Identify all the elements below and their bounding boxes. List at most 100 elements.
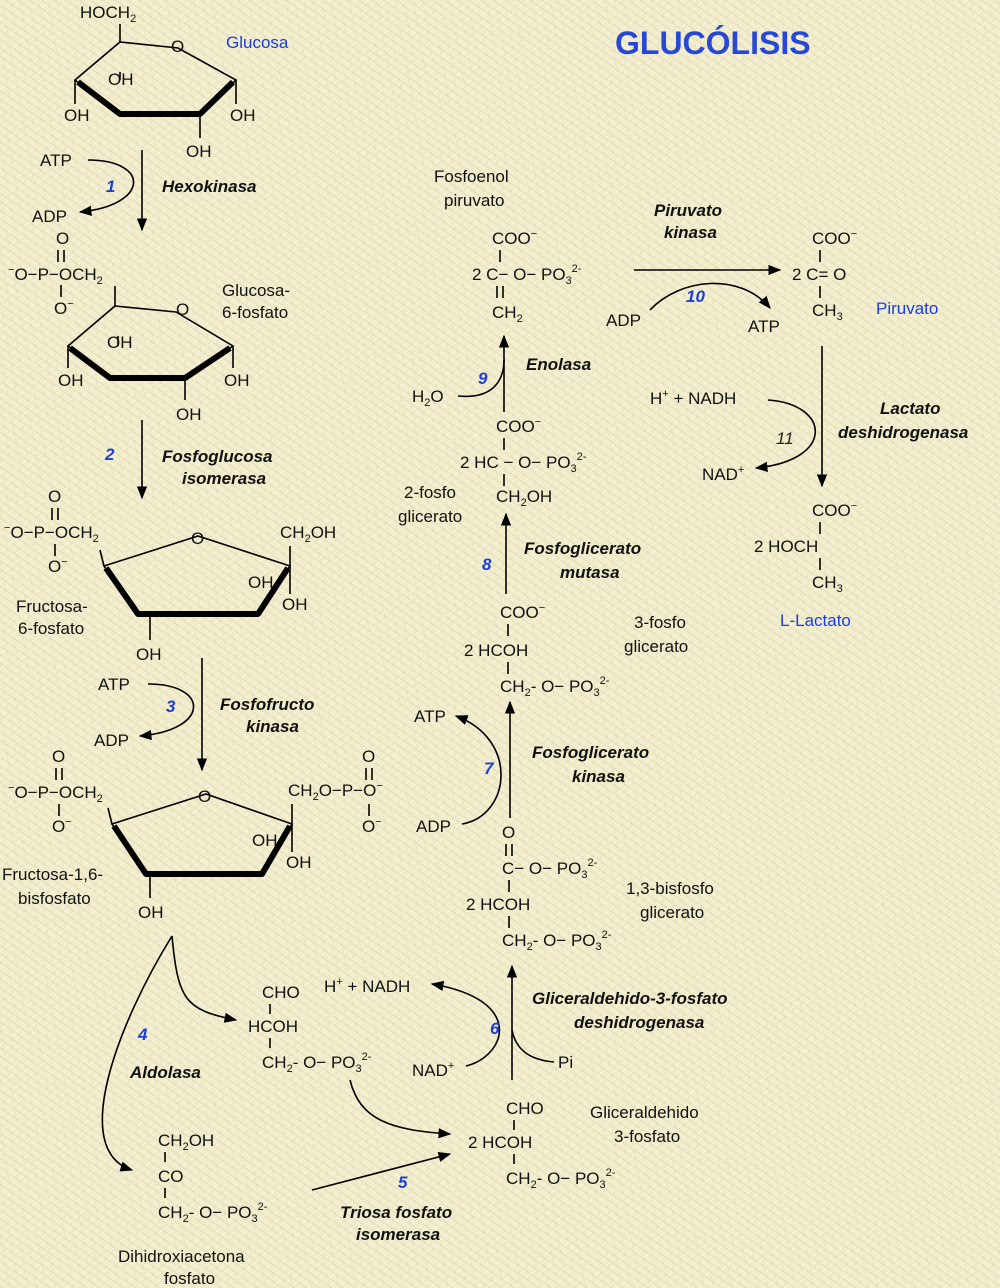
nadh-6: H+ + NADH <box>324 976 410 996</box>
svg-text:OH: OH <box>107 333 133 352</box>
svg-text:O: O <box>198 787 211 806</box>
svg-text:2 HCOH: 2 HCOH <box>466 895 530 914</box>
svg-text:O: O <box>56 229 69 248</box>
cofactor-arrow-3 <box>138 683 195 741</box>
svg-text:O: O <box>48 487 61 506</box>
pg3-structure: COO− 2 HCOH CH2- O− PO32- <box>464 602 610 699</box>
enzyme-9: Enolasa <box>526 355 591 374</box>
svg-text:O: O <box>362 747 375 766</box>
step-number-9: 9 <box>478 369 488 388</box>
enzyme-5-line1: Triosa fosfato <box>340 1203 452 1222</box>
svg-text:2 C= O: 2 C= O <box>792 265 846 284</box>
atp-3: ATP <box>98 675 130 694</box>
label-3pg-2: glicerato <box>624 637 688 656</box>
label-g6p-2: 6-fosfato <box>222 303 288 322</box>
label-lactato: L-Lactato <box>780 611 851 630</box>
svg-text:COO−: COO− <box>812 228 857 248</box>
enzyme-7-line2: kinasa <box>572 767 625 786</box>
step-number-8: 8 <box>482 555 492 574</box>
svg-text:COO−: COO− <box>496 416 541 436</box>
svg-text:2 HOCH: 2 HOCH <box>754 537 818 556</box>
step-number-5: 5 <box>398 1173 408 1192</box>
enzyme-8-line1: Fosfoglicerato <box>524 539 641 558</box>
enzyme-1: Hexokinasa <box>162 177 257 196</box>
svg-text:CO: CO <box>158 1167 184 1186</box>
bpg13-structure: O C− O− PO32- 2 HCOH CH2- O− PO32- <box>466 823 612 953</box>
svg-text:CH2OH: CH2OH <box>158 1131 214 1153</box>
svg-text:O: O <box>171 37 184 56</box>
enzyme-2-line1: Fosfoglucosa <box>162 447 273 466</box>
enzyme-4: Aldolasa <box>129 1063 201 1082</box>
step-number-7: 7 <box>484 759 495 778</box>
svg-text:OH: OH <box>252 831 278 850</box>
svg-text:OH: OH <box>230 106 256 125</box>
svg-text:OH: OH <box>282 595 308 614</box>
svg-text:COO−: COO− <box>492 228 537 248</box>
svg-text:O−: O− <box>362 816 382 836</box>
enzyme-5-line2: isomerasa <box>356 1225 440 1244</box>
label-bpg-1: 1,3-bisfosfo <box>626 879 714 898</box>
label-g3p-1: Gliceraldehido <box>590 1103 699 1122</box>
adp-1: ADP <box>32 207 67 226</box>
svg-text:CH2- O− PO32-: CH2- O− PO32- <box>158 1201 268 1225</box>
svg-text:2 HCOH: 2 HCOH <box>468 1133 532 1152</box>
svg-text:2 HC − O− PO32-: 2 HC − O− PO32- <box>460 451 587 475</box>
svg-text:2 HCOH: 2 HCOH <box>464 641 528 660</box>
enzyme-6-line1: Gliceraldehido-3-fosfato <box>532 989 728 1008</box>
svg-text:CH2OH: CH2OH <box>280 523 336 545</box>
svg-text:CH3: CH3 <box>812 301 843 323</box>
label-pep-1: Fosfoenol <box>434 167 509 186</box>
svg-text:OH: OH <box>138 903 164 922</box>
svg-text:CH2: CH2 <box>492 303 523 325</box>
lactate-structure: COO− 2 HOCH CH3 <box>754 500 857 595</box>
svg-text:CHO: CHO <box>262 983 300 1002</box>
enzyme-7-line1: Fosfoglicerato <box>532 743 649 762</box>
svg-text:OH: OH <box>176 405 202 424</box>
label-pep-2: piruvato <box>444 191 504 210</box>
svg-text:−O−P−OCH2: −O−P−OCH2 <box>8 782 103 805</box>
enzyme-6-line2: deshidrogenasa <box>574 1013 704 1032</box>
label-f6p-1: Fructosa- <box>16 597 88 616</box>
f6p-structure: O −O−P−OCH2 O− O CH2OH OH OH OH <box>4 487 336 664</box>
svg-text:C− O− PO32-: C− O− PO32- <box>502 857 598 881</box>
label-piruvato: Piruvato <box>876 299 938 318</box>
enzyme-11-line1: Lactato <box>880 399 940 418</box>
enzyme-2-line2: isomerasa <box>182 469 266 488</box>
svg-text:COO−: COO− <box>812 500 857 520</box>
enzyme-10-line2: kinasa <box>664 223 717 242</box>
pi-6: Pi <box>558 1053 573 1072</box>
adp-10: ADP <box>606 311 641 330</box>
glucose-structure: HOCH2 O OH OH OH OH <box>64 3 256 161</box>
cofactor-arrow-11 <box>754 399 816 472</box>
label-bpg-2: glicerato <box>640 903 704 922</box>
pep-structure: COO− 2 C− O− PO32- CH2 <box>472 228 582 325</box>
enzyme-11-line2: deshidrogenasa <box>838 423 968 442</box>
adp-7: ADP <box>416 817 451 836</box>
enzyme-10-line1: Piruvato <box>654 201 722 220</box>
svg-text:OH: OH <box>248 573 274 592</box>
svg-text:O−: O− <box>54 298 74 318</box>
pyruvate-structure: COO− 2 C= O CH3 <box>792 228 857 323</box>
atp-1: ATP <box>40 151 72 170</box>
svg-text:OH: OH <box>64 106 90 125</box>
arrow-step-5 <box>311 1151 452 1191</box>
atp-7: ATP <box>414 707 446 726</box>
nad-6: NAD+ <box>412 1060 454 1080</box>
label-g3p-2: 3-fosfato <box>614 1127 680 1146</box>
svg-text:CHO: CHO <box>506 1099 544 1118</box>
cofactor-arrow-6-nad <box>430 980 501 1067</box>
svg-text:CH2- O− PO32-: CH2- O− PO32- <box>500 675 610 699</box>
svg-text:CH2OH: CH2OH <box>496 487 552 509</box>
label-f16bp-2: bisfosfato <box>18 889 91 908</box>
svg-text:CH2O−P−O−: CH2O−P−O− <box>288 780 383 803</box>
nadh-11: H+ + NADH <box>650 388 736 408</box>
cofactor-arrow-10 <box>649 282 771 311</box>
svg-text:COO−: COO− <box>500 602 545 622</box>
svg-text:O−: O− <box>52 816 72 836</box>
h2o-9: H2O <box>412 387 444 409</box>
step-number-10: 10 <box>686 287 705 306</box>
label-dhap-1: Dihidroxiacetona <box>118 1247 245 1266</box>
gap-structure-b: CHO 2 HCOH CH2- O− PO32- <box>468 1099 616 1191</box>
svg-text:OH: OH <box>108 70 134 89</box>
